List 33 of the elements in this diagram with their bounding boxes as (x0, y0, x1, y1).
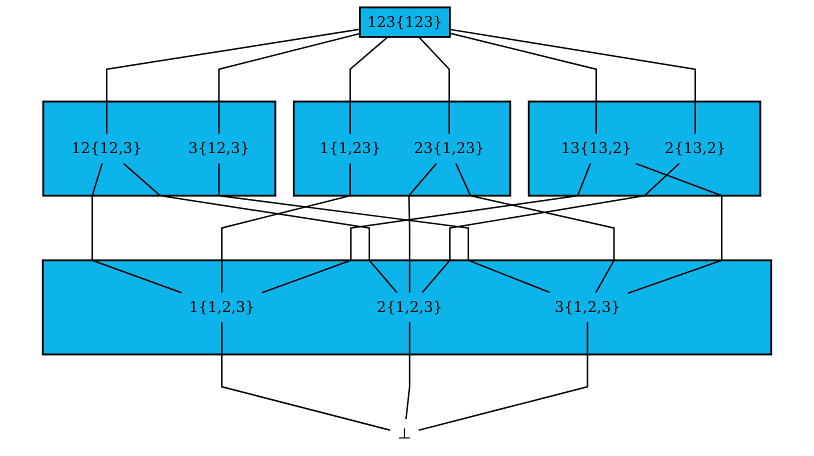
connector (106, 28, 360, 134)
node-text: 1{1,23} (320, 139, 381, 157)
connector (218, 163, 550, 294)
connector (123, 162, 398, 294)
node-box: 123{123} (359, 6, 451, 38)
connector (262, 163, 592, 294)
connector (450, 32, 597, 134)
connector (221, 322, 390, 431)
node-text: ⊥ (397, 424, 412, 442)
connector (418, 36, 450, 134)
connector (408, 162, 438, 293)
node-text: 3{12,3} (188, 139, 250, 157)
node-text: 23{1,23} (414, 139, 484, 157)
connector (221, 163, 351, 293)
connector (455, 163, 615, 293)
cluster (528, 100, 762, 197)
cluster (292, 100, 512, 197)
node-text: 13{13,2} (560, 139, 632, 157)
node-text: 1{1,2,3} (188, 298, 255, 316)
connector (349, 36, 388, 134)
connector (92, 163, 182, 294)
node-text: 12{12,3} (71, 139, 142, 157)
connector (218, 32, 360, 134)
cluster (42, 259, 772, 356)
connector (418, 322, 588, 431)
connector (450, 28, 696, 134)
node-text: 2{1,2,3} (376, 298, 442, 316)
cluster (42, 100, 276, 197)
node-text: 3{1,2,3} (554, 298, 620, 316)
connector (628, 162, 722, 294)
connector (422, 162, 680, 294)
connector (405, 322, 410, 420)
node-text: 2{13,2} (664, 139, 726, 157)
